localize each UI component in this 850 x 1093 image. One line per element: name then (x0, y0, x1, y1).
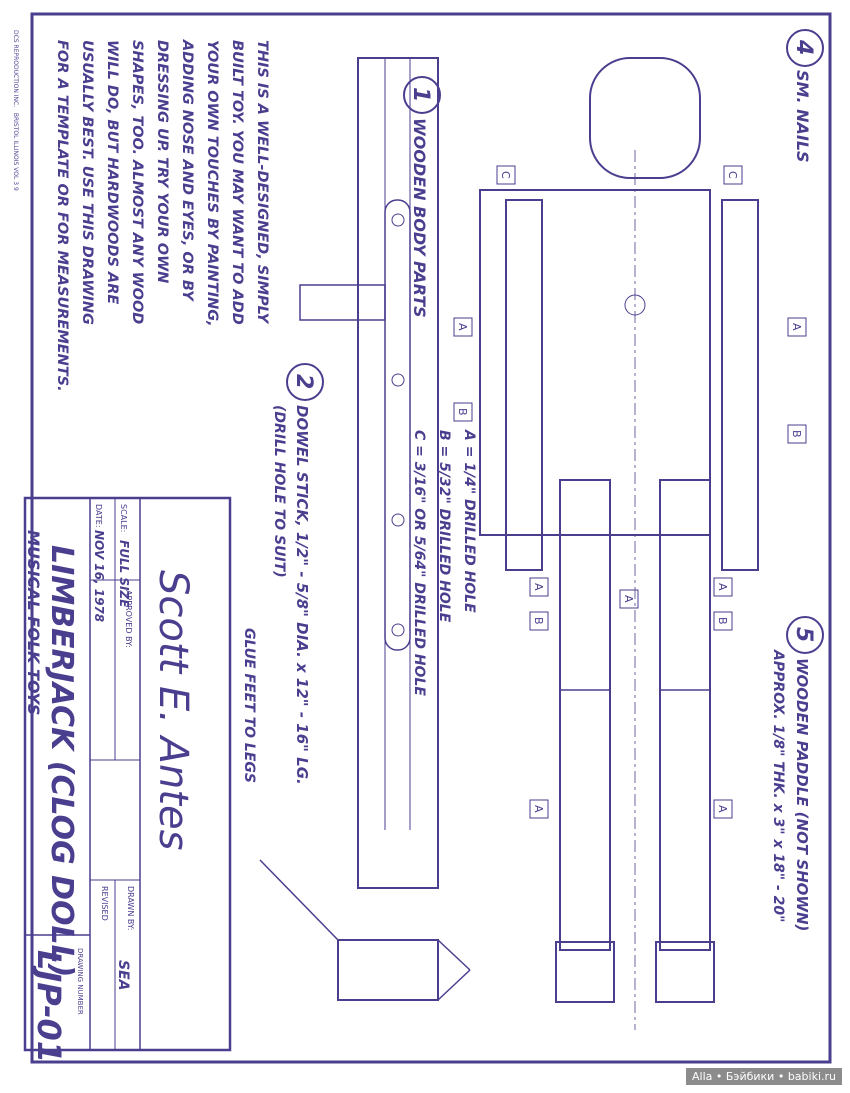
tag-a-left: A (456, 323, 469, 331)
callout-2-sub: (DRILL HOLE TO SUIT) (271, 405, 287, 578)
note-line-8: USUALLY BEST. USE THIS DRAWING (79, 40, 95, 325)
callout-2-number: 2 (291, 374, 316, 389)
callout-5-number: 5 (791, 627, 816, 642)
callout-1-number: 1 (408, 87, 433, 102)
note-line-1: THIS IS A WELL-DESIGNED, SIMPLY (254, 40, 270, 325)
note-line-3: YOUR OWN TOUCHES BY PAINTING, (204, 40, 220, 327)
tag-b-right: B (790, 430, 803, 438)
callout-5: 5 WOODEN PADDLE (NOT SHOWN) APPROX. 1/8"… (770, 616, 824, 931)
tag-a-center: A (622, 595, 635, 603)
drawing-subtitle: MUSICAL FOLK TOYS (24, 530, 43, 715)
hole-legend-a: A = 1/4" DRILLED HOLE (461, 429, 477, 613)
glue-note: GLUE FEET TO LEGS (241, 628, 257, 783)
note-line-7: WILL DO, BUT HARDWOODS ARE (104, 40, 120, 304)
note-line-4: ADDING NOSE AND EYES, OR BY (179, 39, 195, 302)
date-value: NOV 16, 1978 (92, 530, 106, 622)
drawing-number: LJP-01 (30, 950, 68, 1063)
tag-a-right: A (790, 323, 803, 331)
limberjack-body (479, 57, 759, 1030)
hole-legend-b: B = 5/32" DRILLED HOLE (436, 430, 452, 623)
paddle-with-dowel (299, 57, 471, 1001)
callout-4-label: SM. NAILS (793, 70, 812, 163)
note-line-6: SHAPES, TOO. ALMOST ANY WOOD (129, 40, 145, 324)
callout-5-sub: APPROX. 1/8" THK. x 3" x 18" - 20" (770, 649, 786, 922)
drawing-number-label: DRAWING NUMBER (76, 948, 84, 1015)
tag-a-left-ankle: A (532, 805, 545, 813)
tag-b-right-knee: B (716, 617, 729, 625)
callout-4: 4 SM. NAILS (786, 29, 824, 163)
revised-label: REVISED (100, 886, 109, 921)
scale-label: SCALE: (119, 504, 128, 532)
glue-leader (259, 859, 339, 941)
note-line-2: BUILT TOY. YOU MAY WANT TO ADD (229, 40, 245, 325)
title-block: Scott E. Antes SCALE: FULL SIZE DATE: NO… (23, 496, 232, 1063)
tag-b-left: B (456, 408, 469, 416)
watermark: Alla • Бэйбики • babiki.ru (686, 1068, 842, 1085)
tag-b-left-knee: B (532, 617, 545, 625)
note-line-9: FOR A TEMPLATE OR FOR MEASUREMENTS. (54, 40, 70, 392)
holes-legend: A = 1/4" DRILLED HOLE B = 5/32" DRILLED … (411, 429, 477, 696)
notes-paragraph: THIS IS A WELL-DESIGNED, SIMPLY BUILT TO… (54, 39, 270, 392)
tag-a-left-knee: A (532, 583, 545, 591)
scale-value: FULL SIZE (117, 540, 131, 608)
tag-a-right-ankle: A (716, 805, 729, 813)
approved-label: APPROVED BY: (124, 590, 133, 648)
signature: Scott E. Antes (150, 570, 196, 851)
tag-a-right-knee: A (716, 583, 729, 591)
note-line-5: DRESSING UP. TRY YOUR OWN (154, 40, 170, 283)
callout-2: 2 DOWEL STICK, 1/2" - 5/8" DIA. x 12" - … (271, 363, 324, 785)
date-label: DATE: (94, 504, 103, 528)
callout-1: 1 WOODEN BODY PARTS (403, 76, 441, 318)
callout-4-number: 4 (791, 39, 816, 55)
drawn-label: DRAWN BY: (126, 886, 135, 930)
drawn-value: SEA (115, 960, 131, 990)
callout-5-label: WOODEN PADDLE (NOT SHOWN) (793, 658, 811, 931)
part-tags: C C A A B B A A A B B A A (453, 165, 807, 819)
callout-2-label: DOWEL STICK, 1/2" - 5/8" DIA. x 12" - 16… (293, 405, 311, 785)
printer-line: DCS REPRODUCTION INC. BRISTOL ILLINOIS V… (12, 30, 19, 191)
tag-c-right: C (726, 171, 739, 179)
drawing-title: LIMBERJACK (CLOG DOLL) (44, 545, 79, 977)
hole-legend-c: C = 3/16" OR 5/64" DRILLED HOLE (411, 430, 427, 696)
page-border (30, 12, 832, 1064)
tag-c-left: C (499, 171, 512, 179)
callout-1-label: WOODEN BODY PARTS (410, 118, 429, 318)
